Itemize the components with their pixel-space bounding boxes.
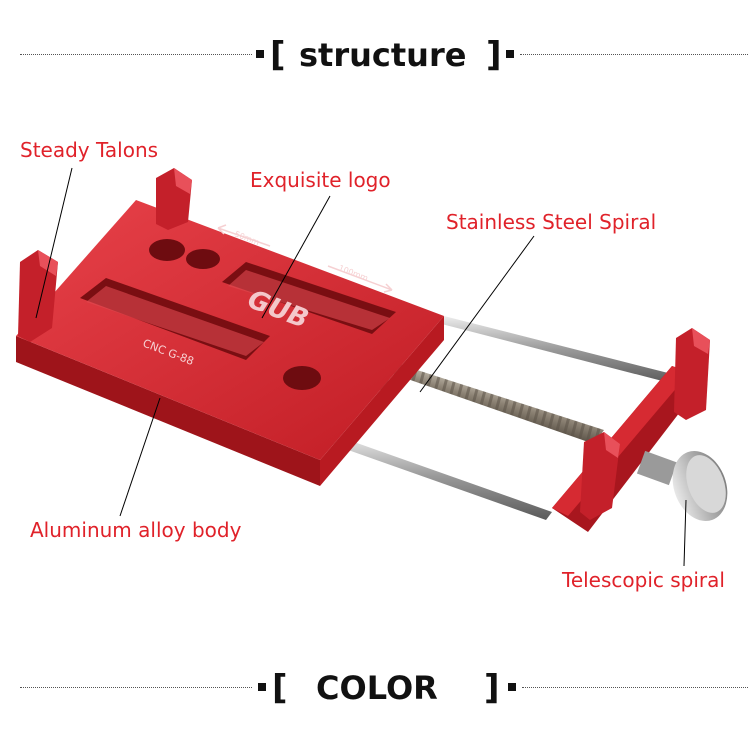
- arrow-right-icon: [327, 265, 393, 293]
- leader-steady-talons: [35, 167, 73, 319]
- structure-title: structure: [299, 36, 467, 74]
- dotted-rule-left: [20, 54, 252, 55]
- bullet-square: [508, 683, 516, 691]
- color-title: COLOR: [316, 669, 438, 707]
- steady-talon-left: [18, 250, 58, 342]
- bullet-square: [506, 50, 514, 58]
- label-exquisite-logo: Exquisite logo: [250, 168, 391, 192]
- leader-stainless-spiral: [419, 235, 535, 393]
- dotted-rule-right: [522, 687, 748, 688]
- mount-hole: [186, 249, 220, 269]
- leader-exquisite-logo: [261, 195, 331, 319]
- bracket-open: [: [272, 668, 288, 708]
- sliding-clamp: [552, 328, 710, 532]
- label-aluminum-body: Aluminum alloy body: [30, 518, 242, 542]
- mount-hole: [283, 366, 321, 390]
- bracket-open: [: [270, 35, 286, 75]
- label-stainless-spiral: Stainless Steel Spiral: [446, 210, 657, 234]
- label-telescopic-spiral: Telescopic spiral: [562, 568, 725, 592]
- mount-hole: [149, 239, 185, 261]
- guide-rod-top: [430, 314, 680, 384]
- bullet-square: [258, 683, 266, 691]
- bracket-close: ]: [484, 668, 500, 708]
- bullet-square: [256, 50, 264, 58]
- dotted-rule-right: [520, 54, 748, 55]
- guide-rod-bottom: [320, 432, 552, 520]
- section-header-structure: [ structure ]: [0, 35, 750, 75]
- steady-talon-back: [156, 168, 192, 230]
- steady-talon-clamp-back: [674, 328, 710, 420]
- steady-talon-clamp-front: [580, 432, 620, 520]
- section-header-color: [ COLOR ]: [0, 668, 750, 708]
- leader-aluminum-body: [119, 397, 161, 517]
- label-steady-talons: Steady Talons: [20, 138, 159, 162]
- arrow-left-icon: [217, 224, 271, 247]
- aluminum-alloy-body: GUB CNC G-88 50mm 100mm: [16, 200, 444, 486]
- bracket-close: ]: [486, 35, 502, 75]
- dotted-rule-left: [20, 687, 252, 688]
- knob-icon: [636, 450, 728, 521]
- leader-telescopic-spiral: [683, 499, 687, 567]
